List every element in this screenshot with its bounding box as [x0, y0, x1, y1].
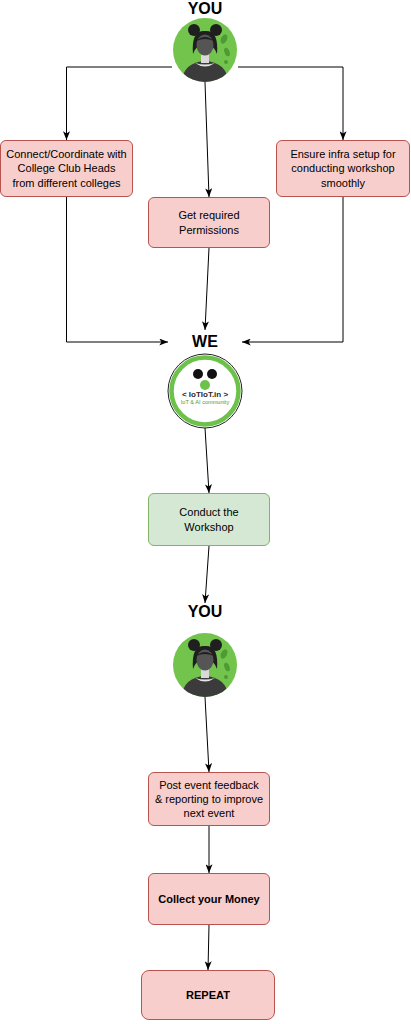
process-box: REPEAT — [141, 970, 275, 1020]
box-text: Collect your Money — [158, 892, 259, 906]
logo-node: WE< IoTIoT.in >IoT & AI community — [168, 330, 242, 428]
box-text: Conduct the Workshop — [154, 505, 264, 533]
avatar-area — [172, 18, 238, 82]
logo-text: IoT & AI community — [181, 399, 229, 405]
flow-arrow — [205, 428, 209, 493]
flow-arrow — [208, 925, 209, 970]
avatar-illustration — [173, 633, 237, 699]
process-box: Get required Permissions — [148, 197, 270, 248]
actor-node: YOU — [172, 0, 238, 82]
flow-arrow — [209, 826, 210, 873]
box-text: Post event feedback & reporting to impro… — [154, 778, 264, 820]
flow-arrow — [205, 82, 209, 197]
flow-arrow — [238, 67, 343, 140]
actor-heading: YOU — [172, 0, 238, 18]
avatar-area — [172, 621, 238, 697]
flow-arrow — [205, 248, 209, 330]
process-box: Conduct the Workshop — [148, 493, 270, 546]
actor-heading: YOU — [172, 603, 238, 621]
actor-node: YOU — [172, 603, 238, 697]
logo-heading: WE — [168, 330, 242, 354]
box-text: Connect/Coordinate with College Club Hea… — [6, 147, 127, 189]
box-text: Get required Permissions — [154, 208, 264, 236]
process-box: Post event feedback & reporting to impro… — [148, 772, 270, 826]
box-text: REPEAT — [186, 988, 230, 1002]
process-box: Ensure infra setup for conducting worksh… — [276, 140, 410, 197]
flow-arrow — [67, 67, 173, 140]
avatar-illustration — [173, 18, 237, 84]
process-box: Connect/Coordinate with College Club Hea… — [0, 140, 133, 197]
box-text: Ensure infra setup for conducting worksh… — [282, 147, 404, 189]
flow-arrow — [205, 546, 209, 603]
community-logo — [168, 354, 242, 428]
logo-area: < IoTIoT.in >IoT & AI community — [168, 354, 242, 428]
flow-arrow — [205, 697, 209, 772]
logo-text: < IoTIoT.in > — [182, 390, 228, 399]
process-box: Collect your Money — [148, 873, 270, 925]
